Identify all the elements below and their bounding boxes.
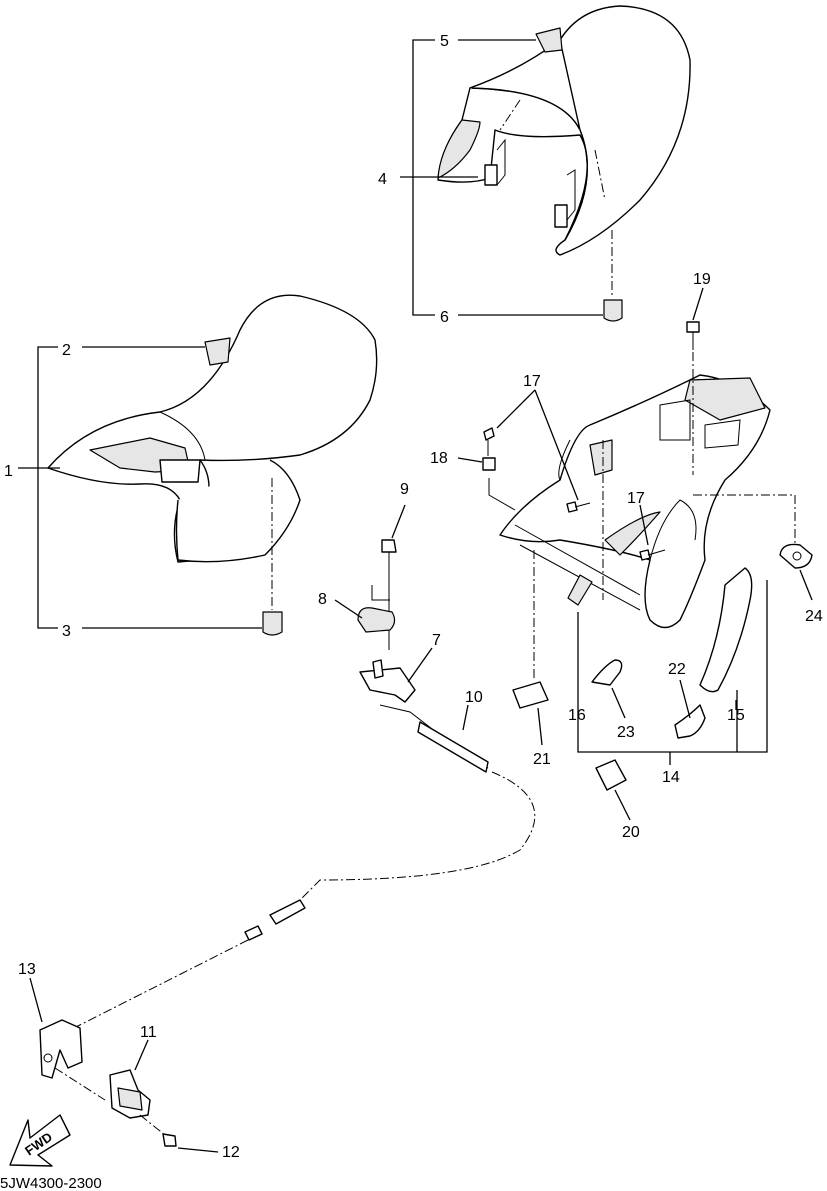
callout-6: 6 <box>440 309 449 326</box>
callout-17b: 17 <box>627 490 645 507</box>
front-seat <box>47 294 378 563</box>
rear-seat <box>437 5 691 256</box>
callout-21: 21 <box>533 751 551 768</box>
callout-15: 15 <box>727 707 745 724</box>
callout-22: 22 <box>668 661 686 678</box>
callout-10: 10 <box>465 689 483 706</box>
callout-17a: 17 <box>523 373 541 390</box>
callout-5: 5 <box>440 33 449 50</box>
callout-3: 3 <box>62 623 71 640</box>
callout-12: 12 <box>222 1144 240 1161</box>
callout-4: 4 <box>378 171 387 188</box>
callout-24: 24 <box>805 608 823 625</box>
grab-bar <box>499 374 771 629</box>
callout-16: 16 <box>568 707 586 724</box>
callout-18: 18 <box>430 450 448 467</box>
callout-2: 2 <box>62 342 71 359</box>
callout-11: 11 <box>140 1024 157 1041</box>
callout-8: 8 <box>318 591 327 608</box>
callout-1: 1 <box>4 463 13 480</box>
callout-7: 7 <box>432 632 441 649</box>
callout-20: 20 <box>622 824 640 841</box>
callout-19: 19 <box>693 271 711 288</box>
callout-23: 23 <box>617 724 635 741</box>
fwd-arrow: FWD <box>9 1114 71 1167</box>
diagram-id: 5JW4300-2300 <box>0 1175 102 1191</box>
callout-14: 14 <box>662 769 680 786</box>
callout-13: 13 <box>18 961 36 978</box>
callout-9: 9 <box>400 481 409 498</box>
